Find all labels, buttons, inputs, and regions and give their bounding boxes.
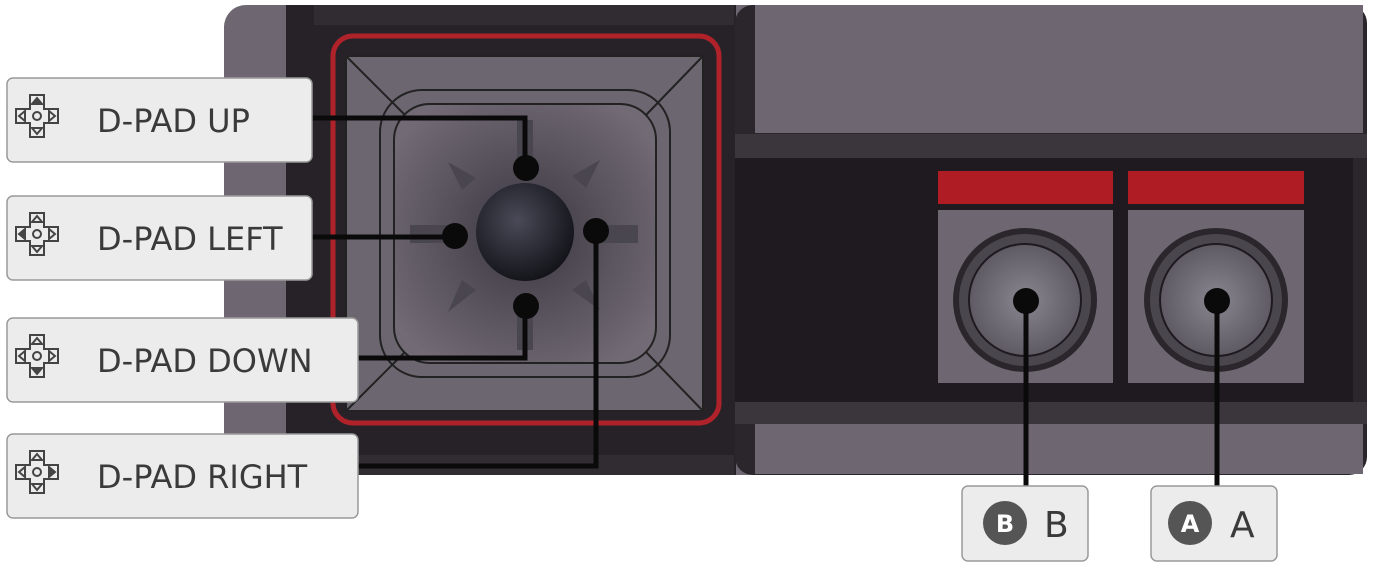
label-button-b-text: B: [1044, 505, 1069, 546]
label-dpad-right-text: D-PAD RIGHT: [97, 458, 308, 496]
dot-up: [513, 155, 539, 181]
label-dpad-up: D-PAD UP: [7, 78, 312, 162]
label-dpad-right: D-PAD RIGHT: [7, 434, 358, 518]
dot-a: [1204, 288, 1230, 314]
button-a-badge-text: A: [1181, 510, 1200, 538]
dot-right: [583, 218, 609, 244]
button-b-badge-text: B: [996, 510, 1014, 538]
dot-left: [442, 223, 468, 249]
label-dpad-left: D-PAD LEFT: [7, 196, 312, 280]
dpad[interactable]: [333, 36, 719, 423]
label-dpad-left-text: D-PAD LEFT: [97, 220, 283, 258]
dot-b: [1013, 288, 1039, 314]
label-button-b: B B: [962, 486, 1088, 561]
label-dpad-down: D-PAD DOWN: [7, 318, 358, 402]
dot-down: [513, 293, 539, 319]
label-dpad-up-text: D-PAD UP: [97, 102, 250, 140]
label-button-a: A A: [1151, 486, 1277, 561]
label-dpad-down-text: D-PAD DOWN: [97, 342, 313, 380]
label-button-a-text: A: [1230, 505, 1255, 546]
